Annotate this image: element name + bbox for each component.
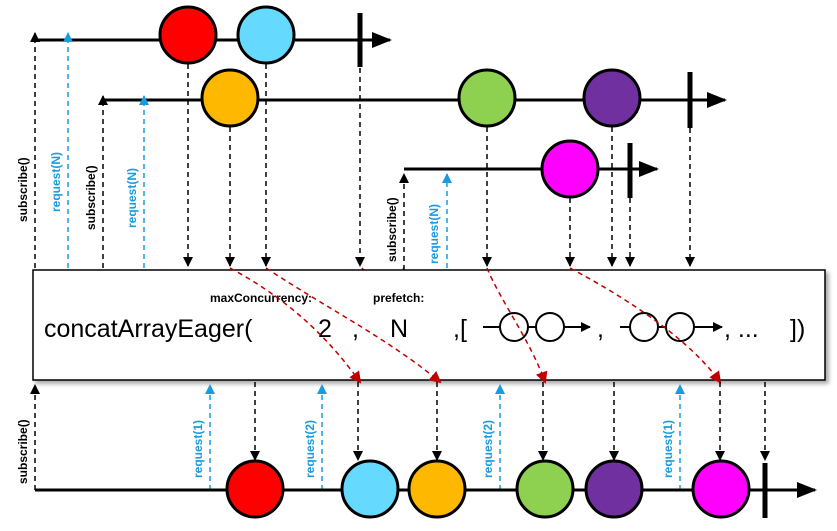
mini-publisher-1: [483, 312, 591, 342]
marble-red: [225, 459, 285, 519]
source-1-subscribe-label: subscribe(): [16, 157, 30, 222]
comma: ,: [597, 315, 604, 343]
output-request-2-label: request(2): [303, 420, 317, 478]
marble-orange: [200, 68, 260, 128]
marble-red: [158, 5, 218, 65]
source-2-request-label: request(N): [125, 168, 139, 228]
source-3-subscribe-label: subscribe(): [385, 197, 399, 262]
output-request-1-label: request(1): [191, 420, 205, 478]
marble-cyan: [236, 5, 296, 65]
rotated-labels: subscribe() request(N) subscribe() reque…: [16, 152, 675, 484]
maxconcurrency-value: 2: [318, 315, 332, 343]
output-request-4-label: request(1): [661, 420, 675, 478]
output-subscribe-label: subscribe(): [16, 419, 30, 484]
operator-box: maxConcurrency: prefetch: concatArrayEag…: [32, 269, 826, 381]
marble-green: [457, 68, 517, 128]
source-3-timeline: [404, 139, 659, 199]
mini-publisher-2: [620, 312, 723, 342]
output-request-3-label: request(2): [481, 420, 495, 478]
comma: ,: [352, 315, 359, 343]
output-emission-arrows: [250, 382, 770, 461]
prefetch-label: prefetch:: [373, 291, 424, 305]
output-timeline: [35, 459, 817, 519]
marble-purple: [582, 68, 642, 128]
marble-green: [515, 459, 575, 519]
source-1-timeline: [35, 5, 392, 67]
source-2-timeline: [103, 68, 727, 128]
source-3-request-label: request(N): [427, 204, 441, 264]
source-1-request-label: request(N): [49, 152, 63, 212]
source-emission-arrows: [183, 64, 695, 267]
maxconcurrency-label: maxConcurrency:: [210, 291, 312, 305]
ellipsis: , ...: [724, 315, 759, 343]
operator-name: concatArrayEager(: [44, 315, 253, 343]
source-2-subscribe-label: subscribe(): [84, 165, 98, 230]
routing-arrows: [229, 267, 722, 384]
prefetch-value: N: [390, 315, 408, 343]
marble-purple: [584, 459, 644, 519]
marble-magenta: [691, 459, 751, 519]
marble-cyan: [340, 459, 400, 519]
array-close: ]): [790, 315, 805, 343]
array-open: ,[: [453, 315, 467, 343]
marble-orange: [407, 459, 467, 519]
marble-magenta: [540, 139, 600, 199]
